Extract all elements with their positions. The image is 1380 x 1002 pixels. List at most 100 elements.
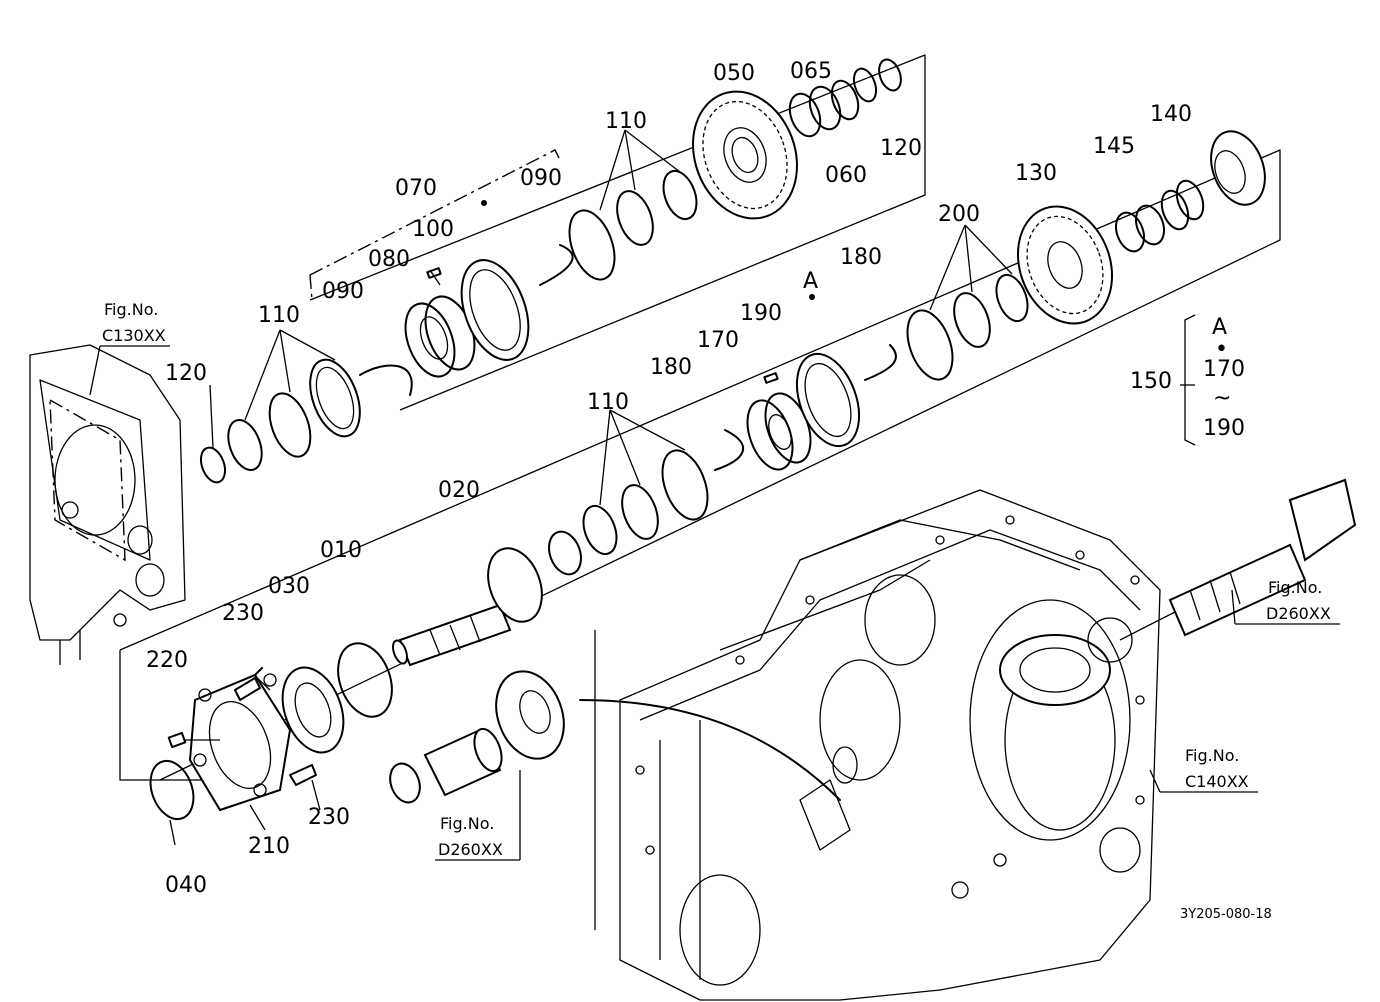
part-065-bearing [788,92,822,138]
left-housing [29,344,186,665]
label-050: 050 [713,61,755,86]
part-180-spring-left [714,429,745,471]
part-110-ring-h [621,484,659,540]
label-200: 200 [938,202,980,227]
part-110-ring-i [661,449,709,521]
leader-lines [169,129,1196,846]
assembly-070-dashed-frame [309,149,561,276]
transmission-case [619,489,1161,1001]
label-150: 150 [1130,369,1172,394]
upper-shaft-parts [199,58,902,484]
fig-ref-d260-right-line1: Fig.No. [1268,578,1322,597]
lower-parts [389,478,1357,804]
fig-ref-c130-line2: C130XX [102,326,166,345]
part-sleeve-upper [460,259,530,361]
part-200-ring-b [953,292,991,348]
label-110-left: 110 [258,303,300,328]
fig-ref-d260-right-line2: D260XX [1266,604,1331,623]
part-110-ring-a [227,419,263,471]
label-130: 130 [1015,161,1057,186]
part-110-ring-c [309,358,361,438]
part-010-snap-ring [337,642,393,718]
label-020: 020 [438,478,480,503]
label-065: 065 [790,59,832,84]
label-070: 070 [395,176,437,201]
label-180-left: 180 [650,355,692,380]
label-110-mid: 110 [587,390,629,415]
bracket-tilde: ~ [1213,386,1231,411]
label-010: 010 [320,538,362,563]
part-labels: 050 065 120 060 110 090 070 100 080 090 … [146,59,1192,898]
label-180-right: 180 [840,245,882,270]
label-090-left: 090 [322,279,364,304]
label-210: 210 [248,834,290,859]
label-A: A [803,269,818,294]
part-110-ring-e [616,190,654,246]
gear-leader-arrow [579,699,841,801]
label-220: 220 [146,648,188,673]
label-100: 100 [412,217,454,242]
fig-ref-c140-line1: Fig.No. [1185,746,1239,765]
main-shaft-frame [119,149,1281,781]
part-pinion-shaft [1168,543,1307,637]
part-210-retainer [188,673,292,812]
part-200-ring-c [995,273,1029,323]
fig-ref-c130-line1: Fig.No. [104,300,158,319]
group-frames [119,54,1281,930]
part-lower-washer [389,762,421,804]
part-110-ring-g [582,504,618,556]
part-020-shaft [398,603,512,667]
bracket-bottom: 190 [1203,416,1245,441]
upper-shaft-frame [309,54,926,411]
label-040: 040 [165,873,207,898]
part-145-bearing [1114,211,1146,253]
label-080: 080 [368,247,410,272]
label-170: 170 [697,328,739,353]
part-collar-main [548,530,582,576]
label-110-top: 110 [605,109,647,134]
bracket-mid: 170 [1203,357,1245,382]
label-030: 030 [268,574,310,599]
part-130-gear [1016,205,1114,325]
part-110-ring-f [662,169,698,221]
fig-refs: Fig.No. C130XX Fig.No. D260XX Fig.No. C1… [89,300,1340,861]
label-145: 145 [1093,134,1135,159]
part-110-ring-b [268,392,312,458]
bracket-150: A • 170 ~ 190 [1203,315,1245,441]
part-050-gear [692,90,798,220]
fig-ref-d260-bottom-line1: Fig.No. [440,814,494,833]
part-090-spring-right [539,244,574,286]
fig-ref-d260-bottom-line2: D260XX [438,840,503,859]
part-lower-gear [495,670,565,760]
dashed-leader [309,274,313,301]
bracket-top: A [1212,315,1227,340]
part-A-sleeve [795,352,861,448]
label-230-top: 230 [222,601,264,626]
label-060: 060 [825,163,867,188]
part-230-bolt-top [234,667,263,701]
part-060-collar [830,79,860,121]
part-end-bearing [1210,130,1266,206]
part-140-collar [1160,189,1190,231]
part-100-key [426,267,442,279]
label-090-right: 090 [520,166,562,191]
part-220-pin [167,731,187,749]
part-120-snap-ring-right [878,58,902,92]
part-110-ring-d [568,209,616,281]
drawing-code: 3Y205-080-18 [1180,907,1272,922]
bracket-dot: • [1215,337,1228,362]
part-040-circlip [149,759,195,821]
main-shaft-parts [149,130,1266,821]
part-200-ring-a [906,309,954,381]
part-180-spring-right [864,344,897,381]
part-190-key [763,372,779,384]
label-140: 140 [1150,102,1192,127]
part-230-bolt-bottom [289,764,317,786]
label-120-left: 120 [165,361,207,386]
part-090-spring-left [359,364,413,396]
label-190: 190 [740,301,782,326]
label-230-bottom: 230 [308,805,350,830]
label-120-right: 120 [880,136,922,161]
